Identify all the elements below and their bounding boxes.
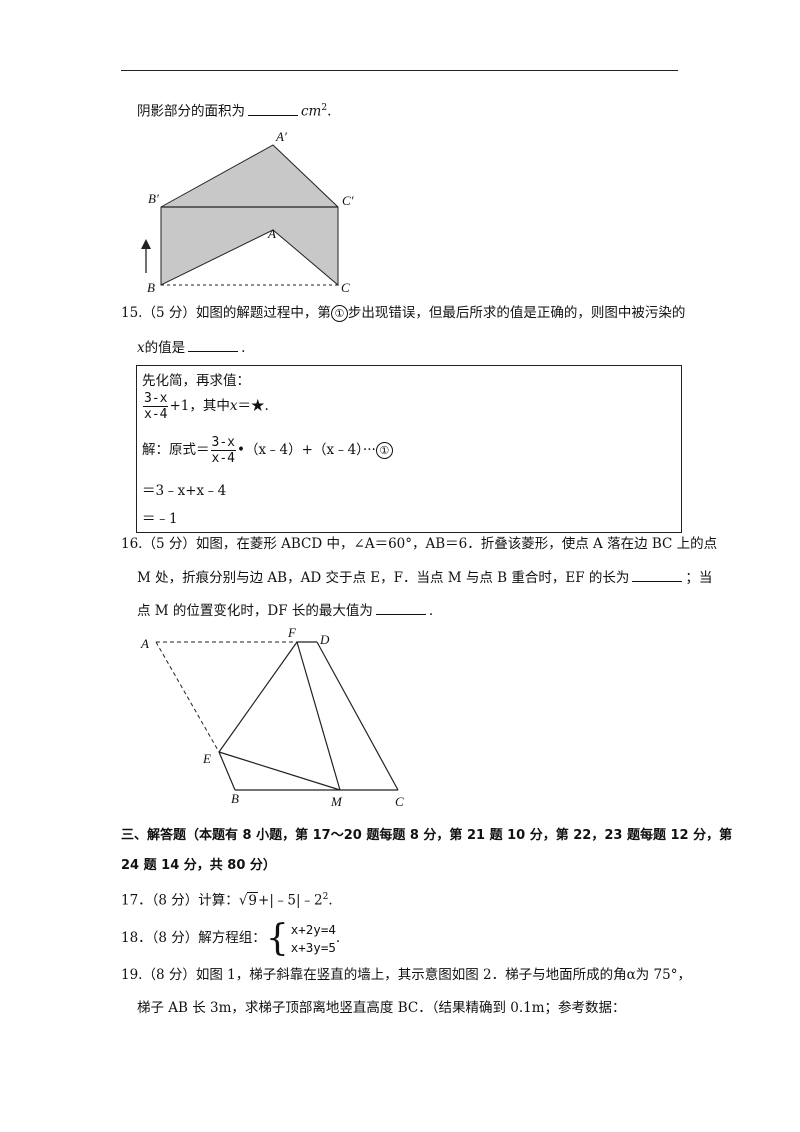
q15-text-a: （5 分）如图的解题过程中，第 [142,305,331,321]
q16-blank2 [375,600,426,615]
q15-text-b: 步出现错误，但最后所求的值是正确的，则图中被污染的 [347,305,686,321]
label-c: C [341,280,350,295]
label-m: M [330,794,343,809]
q14-exp: 2 [321,103,328,113]
equation-1: x+2y=4 [290,921,336,937]
q15-line2: x的值是. [137,337,245,358]
step-mark: ① [330,305,348,322]
section3-heading-line1: 三、解答题（本题有 8 小题，第 17～20 题每题 8 分，第 21 题 10… [121,828,733,843]
frac-den: x-4 [144,407,168,422]
q16-line1: 16.（5 分）如图，在菱形 ABCD 中，∠A＝60°，AB＝6．折叠该菱形，… [121,536,718,552]
box-l3-pre: 解：原式＝ [142,442,210,458]
q15-var: x [137,340,145,356]
q15-text-c: 的值是 [144,340,186,356]
q18-text: 18．（8 分）解方程组： [121,930,266,946]
box-l3-text: •（x﹣4）+（x﹣4）··· [236,442,376,458]
q16-text-b: ；当 [685,570,713,586]
q14-end: . [327,103,332,120]
q16-text-c: 点 M 的位置变化时，DF 长的最大值为 [137,603,373,619]
q17-radicand: 9 [247,891,259,909]
label-d: D [319,632,330,647]
q14-text: 阴影部分的面积为 [137,103,245,120]
frac-num: 3-x [210,435,236,451]
q15-number: 15. [121,305,143,321]
q16-blank1 [632,567,683,582]
step-mark: ① [375,442,393,459]
q15-blank [188,337,239,352]
header-rule [121,70,678,71]
frac-num: 3-x [143,391,169,407]
box-l2-text: +1，其中 [169,398,230,414]
label-b-prime: B′ [148,191,159,206]
q14-unit: cm [301,103,322,120]
q17-expr: +|﹣5|﹣2 [258,892,323,909]
box-l2-var: x [229,398,238,414]
q14-answer-line: 阴影部分的面积为 cm2. [137,98,331,122]
q17-end: . [328,892,333,909]
frac-den: x-4 [211,451,235,466]
box-l2-eq: ＝★. [237,398,269,414]
q19-line1: 19.（8 分）如图 1，梯子斜靠在竖直的墙上，其示意图如图 2．梯子与地面所成… [121,967,691,983]
label-b: B [231,791,239,806]
q14-blank [248,101,298,116]
box-line4: ＝3﹣x+x﹣4 [142,483,227,499]
equation-2: x+3y=5 [290,939,336,955]
q16-line2: M 处，折痕分别与边 AB，AD 交于点 E，F．当点 M 与点 B 重合时，E… [137,567,712,588]
box-line1: 先化简，再求值： [142,373,250,389]
q15-end: . [241,340,246,356]
q17-exp: 2 [322,892,329,902]
figure-q16: A F D E B M C [140,625,404,809]
figure-q14: A′ B′ C′ A B C [141,129,354,295]
q17: 17．（8 分）计算：√9+|﹣5|﹣22. [121,887,333,911]
box-line5: ＝﹣1 [142,511,178,527]
label-c-prime: C′ [342,193,354,208]
q16-text-d: . [428,603,434,619]
q16-text-a: M 处，折痕分别与边 AB，AD 交于点 E，F．当点 M 与点 B 重合时，E… [137,570,630,586]
label-a: A [140,636,149,651]
section3-heading-line2: 24 题 14 分，共 80 分） [121,858,276,873]
label-b: B [147,280,155,295]
q18-end: . [335,930,341,946]
label-a: A [267,226,276,241]
q19-line2: 梯子 AB 长 3m，求梯子顶部离地竖直高度 BC．（结果精确到 0.1m；参考… [137,1000,626,1016]
q17-text: 17．（8 分）计算： [121,892,239,909]
label-a-prime: A′ [275,129,287,144]
label-f: F [287,625,297,640]
label-c: C [395,794,404,809]
sqrt-icon: √ [238,892,248,909]
label-e: E [202,751,211,766]
q18: 18．（8 分）解方程组：{x+2y=4 x+3y=5. [121,918,340,958]
brace-icon: { [265,917,289,959]
equation-system: {x+2y=4 x+3y=5 [265,917,336,959]
q16-line3: 点 M 的位置变化时，DF 长的最大值为. [137,600,433,621]
